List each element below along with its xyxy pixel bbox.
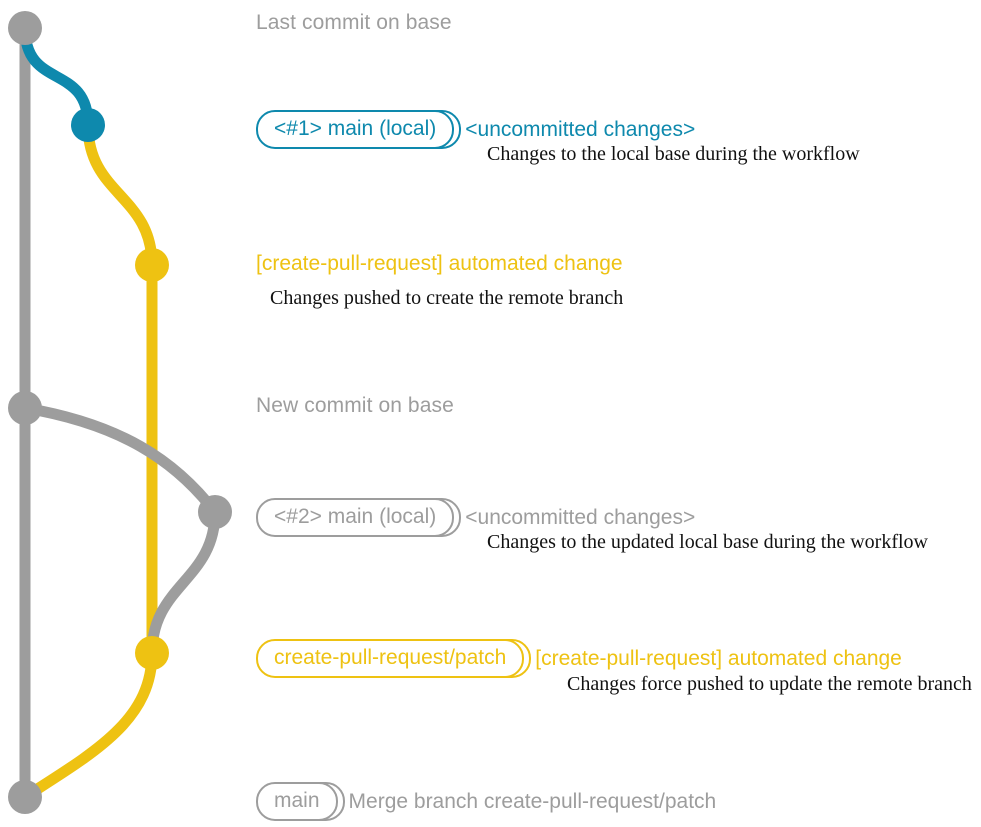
heading-last-commit-on-base: Last commit on base (256, 11, 452, 34)
commit-title-automated-change-2: [create-pull-request] automated change (535, 646, 902, 670)
branch-pill-local-main-2-wrap: <#2> main (local) (256, 498, 462, 537)
commit-node-n1[interactable] (8, 11, 42, 45)
graph-edge-e-yellow-merge (19, 647, 158, 803)
commit-node-n5[interactable] (198, 495, 232, 529)
heading-new-commit-on-base: New commit on base (256, 394, 454, 417)
branch-pill-main[interactable]: main (256, 782, 338, 821)
commit-description-patch-1: Changes pushed to create the remote bran… (270, 287, 624, 309)
graph-edge-e-gray-fork-in (146, 506, 221, 659)
ref-row-local-main-1: <#1> main (local) <uncommitted changes> (256, 110, 695, 149)
commit-node-n6[interactable] (135, 636, 169, 670)
graph-edges-layer (19, 22, 221, 803)
ref-row-patch-commit-2: create-pull-request/patch [create-pull-r… (256, 639, 902, 678)
branch-pill-create-pull-request-patch[interactable]: create-pull-request/patch (256, 639, 525, 678)
branch-pill-local-main-2[interactable]: <#2> main (local) (256, 498, 455, 537)
commit-description-patch-2: Changes force pushed to update the remot… (567, 673, 972, 695)
commit-node-n2[interactable] (71, 108, 105, 142)
commit-description-local-1: Changes to the local base during the wor… (487, 143, 860, 165)
commit-node-n4[interactable] (8, 391, 42, 425)
ref-row-merge-main: main Merge branch create-pull-request/pa… (256, 782, 716, 821)
commit-title-uncommitted-changes-2: <uncommitted changes> (465, 505, 696, 529)
branch-pill-local-main-1[interactable]: <#1> main (local) (256, 110, 455, 149)
commit-title-uncommitted-changes-1: <uncommitted changes> (465, 117, 696, 141)
branch-pill-main-wrap: main (256, 782, 345, 821)
graph-edge-e-blue-fork (19, 22, 94, 131)
graph-edge-e-gray-fork-out (19, 402, 221, 518)
graph-nodes-layer (8, 11, 232, 814)
ref-row-patch-commit-1: [create-pull-request] automated change (256, 252, 623, 276)
commit-title-automated-change-1: [create-pull-request] automated change (256, 252, 623, 275)
branch-pill-create-pull-request-patch-wrap: create-pull-request/patch (256, 639, 532, 678)
commit-description-local-2: Changes to the updated local base during… (487, 531, 928, 553)
graph-edge-e-yellow-fork (82, 119, 158, 271)
ref-row-local-main-2: <#2> main (local) <uncommitted changes> (256, 498, 695, 537)
commit-node-n3[interactable] (135, 248, 169, 282)
commit-node-n7[interactable] (8, 780, 42, 814)
branch-pill-local-main-1-wrap: <#1> main (local) (256, 110, 462, 149)
commit-title-merge-branch: Merge branch create-pull-request/patch (348, 789, 717, 813)
